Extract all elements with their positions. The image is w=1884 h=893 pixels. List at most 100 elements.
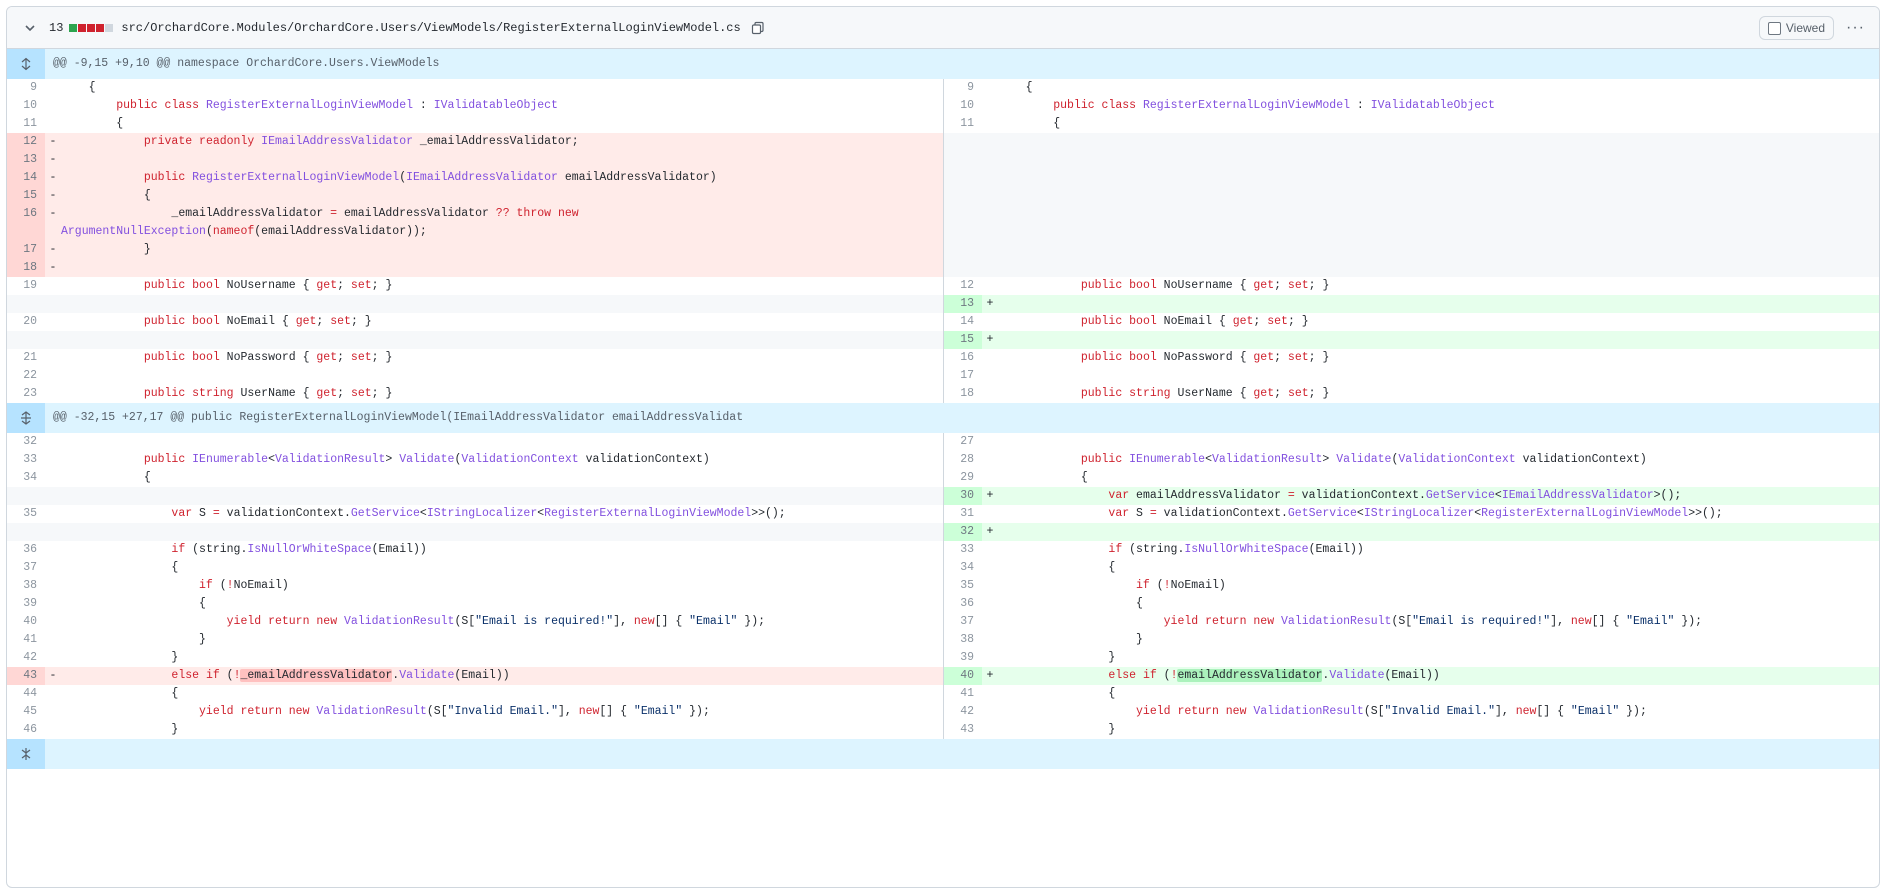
line-number[interactable]: 13 — [944, 295, 982, 313]
diff-marker — [982, 313, 998, 331]
line-number[interactable]: 28 — [960, 453, 974, 466]
file-path[interactable]: src/OrchardCore.Modules/OrchardCore.User… — [121, 20, 741, 35]
line-number[interactable]: 17 — [960, 369, 974, 382]
line-number[interactable]: 32 — [23, 435, 37, 448]
line-number[interactable]: 41 — [23, 633, 37, 646]
code-text — [998, 295, 1879, 313]
chevron-down-icon[interactable] — [23, 21, 37, 35]
code-text: _emailAddressValidator = emailAddressVal… — [61, 207, 579, 238]
code-text — [998, 367, 1879, 385]
line-number[interactable]: 22 — [23, 369, 37, 382]
diff-marker — [982, 79, 998, 97]
line-number[interactable]: 34 — [23, 471, 37, 484]
code-text: { — [998, 471, 1088, 484]
line-number[interactable]: 20 — [23, 315, 37, 328]
code-text: public bool NoPassword { get; set; } — [1080, 351, 1330, 364]
line-number[interactable]: 37 — [23, 561, 37, 574]
expand-both-icon[interactable] — [7, 403, 45, 433]
diff-row: 13- — [7, 151, 1879, 169]
viewed-checkbox[interactable]: Viewed — [1758, 16, 1835, 40]
diff-marker — [982, 559, 998, 577]
line-number[interactable]: 36 — [23, 543, 37, 556]
line-number[interactable]: 10 — [960, 99, 974, 112]
empty-cell — [7, 487, 943, 505]
diff-row: 14- public RegisterExternalLoginViewMode… — [7, 169, 1879, 187]
line-number[interactable]: 35 — [960, 579, 974, 592]
line-number[interactable]: 23 — [23, 387, 37, 400]
diff-marker — [45, 703, 61, 721]
line-number[interactable]: 44 — [23, 687, 37, 700]
line-number[interactable]: 19 — [23, 279, 37, 292]
expand-up-icon[interactable] — [7, 49, 45, 79]
line-number[interactable]: 14 — [960, 315, 974, 328]
expand-down-icon[interactable] — [7, 739, 45, 769]
line-number[interactable]: 16 — [7, 205, 45, 241]
kebab-menu-icon[interactable]: ··· — [1846, 19, 1865, 36]
line-number[interactable]: 31 — [960, 507, 974, 520]
added-line: 15 + — [943, 331, 1879, 349]
diff-row: 34 {29 { — [7, 469, 1879, 487]
diff-row: 44 {41 { — [7, 685, 1879, 703]
diff-marker — [45, 349, 61, 367]
line-number[interactable]: 11 — [960, 117, 974, 130]
line-number[interactable]: 13 — [7, 151, 45, 169]
diff-marker — [982, 385, 998, 403]
line-number[interactable]: 43 — [7, 667, 45, 685]
code-text: { — [998, 81, 1033, 94]
line-number[interactable]: 42 — [23, 651, 37, 664]
line-number[interactable]: 17 — [7, 241, 45, 259]
line-number[interactable]: 38 — [23, 579, 37, 592]
file-header: 13 src/OrchardCore.Modules/OrchardCore.U… — [7, 7, 1879, 49]
line-number[interactable]: 15 — [7, 187, 45, 205]
diff-marker: + — [986, 333, 994, 346]
diff-marker — [982, 115, 998, 133]
line-number[interactable]: 30 — [944, 487, 982, 505]
line-number[interactable]: 38 — [960, 633, 974, 646]
context-line: 39 } — [943, 649, 1879, 667]
line-number[interactable]: 39 — [23, 597, 37, 610]
line-number[interactable]: 46 — [23, 723, 37, 736]
line-number[interactable]: 27 — [960, 435, 974, 448]
line-number[interactable]: 33 — [23, 453, 37, 466]
line-number[interactable]: 15 — [944, 331, 982, 349]
line-number[interactable]: 36 — [960, 597, 974, 610]
code-text: yield return new ValidationResult(S["Ema… — [226, 615, 766, 628]
line-number[interactable]: 11 — [23, 117, 37, 130]
line-number[interactable]: 35 — [23, 507, 37, 520]
line-number[interactable]: 9 — [967, 81, 974, 94]
line-number[interactable]: 43 — [960, 723, 974, 736]
line-number[interactable]: 40 — [944, 667, 982, 685]
context-line: 22 — [7, 367, 943, 385]
line-number[interactable]: 18 — [960, 387, 974, 400]
context-line: 23 public string UserName { get; set; } — [7, 385, 943, 403]
line-number[interactable]: 33 — [960, 543, 974, 556]
line-number[interactable]: 32 — [944, 523, 982, 541]
diff-marker — [982, 631, 998, 649]
line-number[interactable]: 12 — [7, 133, 45, 151]
line-number[interactable]: 12 — [960, 279, 974, 292]
context-line: 9 { — [943, 79, 1879, 97]
line-number[interactable]: 9 — [30, 81, 37, 94]
line-number[interactable]: 10 — [23, 99, 37, 112]
line-number[interactable]: 14 — [7, 169, 45, 187]
context-line: 18 public string UserName { get; set; } — [943, 385, 1879, 403]
diff-row: 41 }38 } — [7, 631, 1879, 649]
line-number[interactable]: 39 — [960, 651, 974, 664]
copy-icon[interactable] — [751, 21, 765, 35]
line-number[interactable]: 42 — [960, 705, 974, 718]
line-number[interactable]: 34 — [960, 561, 974, 574]
line-number[interactable]: 29 — [960, 471, 974, 484]
line-number[interactable]: 45 — [23, 705, 37, 718]
diff-marker — [45, 313, 61, 331]
line-number[interactable]: 21 — [23, 351, 37, 364]
diff-row: 19 public bool NoUsername { get; set; }1… — [7, 277, 1879, 295]
line-number[interactable]: 37 — [960, 615, 974, 628]
context-line: 38 if (!NoEmail) — [7, 577, 943, 595]
context-line: 27 — [943, 433, 1879, 451]
diff-marker — [982, 685, 998, 703]
line-number[interactable]: 40 — [23, 615, 37, 628]
line-number[interactable]: 18 — [7, 259, 45, 277]
line-number[interactable]: 41 — [960, 687, 974, 700]
line-number[interactable]: 16 — [960, 351, 974, 364]
